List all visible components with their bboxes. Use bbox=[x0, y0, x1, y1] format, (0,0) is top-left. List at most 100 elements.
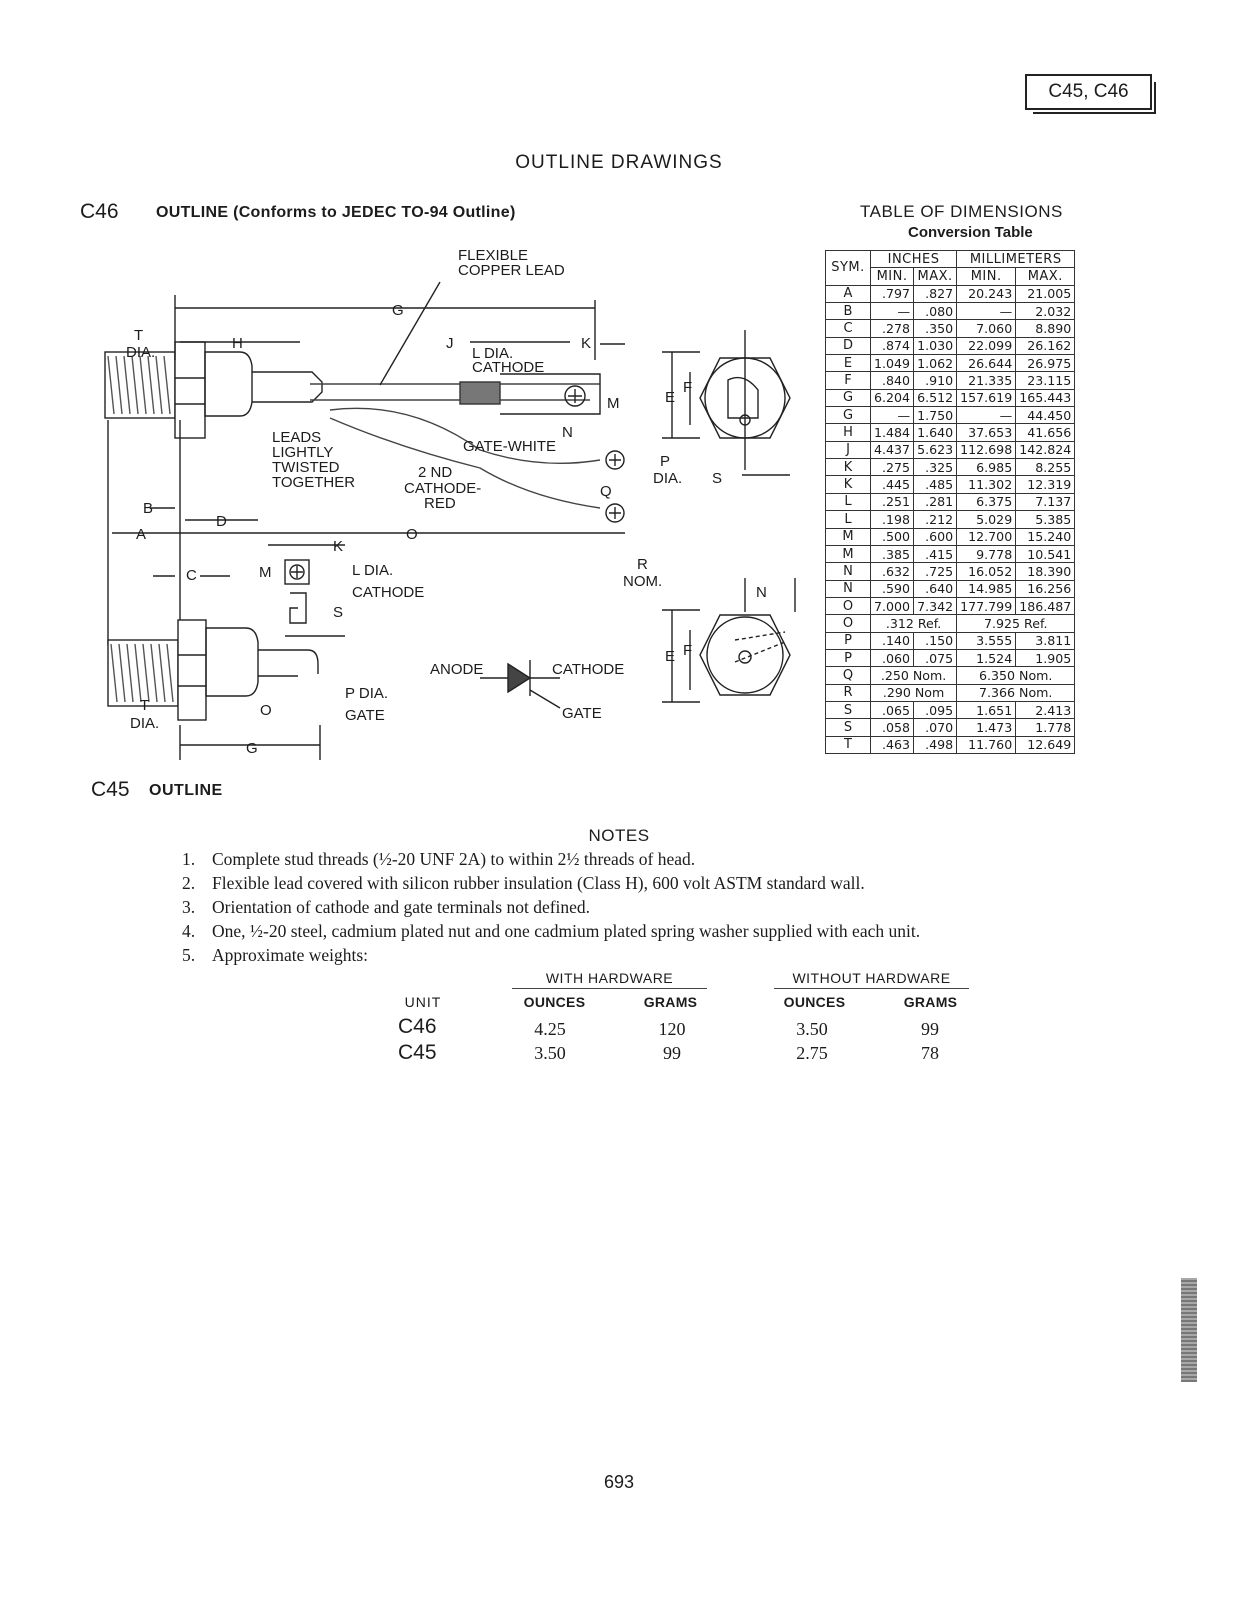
header-mm: MILLIMETERS bbox=[956, 249, 1076, 269]
c45-body bbox=[205, 627, 259, 697]
label-cathode-symbol: CATHODE bbox=[552, 661, 624, 678]
label-t-bottom: T bbox=[140, 697, 149, 714]
table-cell: 22.099 bbox=[956, 336, 1017, 356]
table-cell: 12.700 bbox=[956, 527, 1017, 546]
table-cell: 1.473 bbox=[956, 718, 1017, 737]
table-cell: 2.413 bbox=[1015, 700, 1076, 720]
table-cell: .075 bbox=[913, 648, 958, 668]
table-cell: .275 bbox=[869, 458, 915, 477]
label-copper-lead: COPPER LEAD bbox=[458, 262, 565, 279]
table-cell: 6.985 bbox=[956, 458, 1017, 477]
table-cell: .058 bbox=[869, 718, 915, 737]
label-g1: G bbox=[246, 740, 258, 757]
table-cell-sym: T bbox=[825, 735, 871, 754]
label-together: TOGETHER bbox=[272, 474, 355, 491]
table-cell: .640 bbox=[913, 579, 958, 598]
label-2nd: 2 ND bbox=[418, 464, 452, 481]
note-2: 2.Flexible lead covered with silicon rub… bbox=[182, 873, 865, 893]
label-n1: N bbox=[756, 584, 767, 601]
cathode-terminal bbox=[564, 385, 586, 407]
weight-c46-with-g: 120 bbox=[658, 1019, 686, 1039]
table-cell: — bbox=[956, 302, 1017, 321]
weight-c45-with-oz: 3.50 bbox=[534, 1043, 566, 1063]
table-cell: .250 Nom. bbox=[869, 666, 958, 685]
grams-header-without: GRAMS bbox=[903, 994, 958, 1010]
table-cell: .600 bbox=[913, 527, 958, 546]
table-cell: 44.450 bbox=[1015, 406, 1076, 425]
table-cell: 8.255 bbox=[1015, 458, 1076, 477]
table-cell: — bbox=[869, 302, 915, 321]
table-cell: 1.651 bbox=[956, 700, 1017, 720]
table-title: TABLE OF DIMENSIONS bbox=[860, 202, 1063, 221]
table-cell: 4.437 bbox=[869, 440, 915, 460]
label-gate-white: GATE-WHITE bbox=[463, 438, 556, 455]
table-row: B—.080—2.032 bbox=[825, 302, 1076, 321]
label-r: R bbox=[637, 556, 648, 573]
table-cell: 7.366 Nom. bbox=[956, 683, 1076, 702]
page-edge-tab bbox=[1181, 1278, 1197, 1382]
with-hardware-header: WITH HARDWARE bbox=[512, 970, 707, 989]
table-row: G—1.750—44.450 bbox=[825, 406, 1076, 425]
c46-body bbox=[204, 351, 253, 417]
table-cell: 3.811 bbox=[1015, 631, 1076, 650]
label-g: G bbox=[392, 302, 404, 319]
table-cell: 37.653 bbox=[956, 423, 1017, 442]
table-cell: .463 bbox=[869, 735, 915, 754]
label-gate-symbol: GATE bbox=[562, 705, 602, 722]
table-cell: 10.541 bbox=[1015, 544, 1076, 564]
table-cell: 15.240 bbox=[1015, 527, 1076, 546]
table-cell-sym: K bbox=[825, 475, 871, 494]
table-cell: 1.524 bbox=[956, 648, 1017, 668]
table-cell-sym: M bbox=[825, 544, 871, 564]
table-cell: 7.925 Ref. bbox=[956, 614, 1076, 633]
table-cell: 1.640 bbox=[913, 423, 958, 442]
label-s1: S bbox=[333, 604, 343, 621]
table-cell: 142.824 bbox=[1015, 440, 1076, 460]
note-text: One, ½-20 steel, cadmium plated nut and … bbox=[212, 921, 921, 941]
label-gate: GATE bbox=[345, 707, 385, 724]
label-dia-top: DIA. bbox=[126, 344, 155, 361]
header-inches: INCHES bbox=[869, 249, 958, 269]
table-cell: .312 Ref. bbox=[869, 614, 958, 633]
label-q: Q bbox=[600, 483, 612, 500]
table-cell: .212 bbox=[913, 510, 958, 529]
table-cell: 6.375 bbox=[956, 492, 1017, 512]
table-cell-sym: P bbox=[825, 631, 871, 650]
table-cell: .485 bbox=[913, 475, 958, 494]
table-cell: — bbox=[956, 406, 1017, 425]
table-cell: .797 bbox=[869, 284, 915, 304]
note-4: 4.One, ½-20 steel, cadmium plated nut an… bbox=[182, 921, 921, 941]
table-cell: 157.619 bbox=[956, 388, 1017, 408]
table-cell: 16.256 bbox=[1015, 579, 1076, 598]
header-in-max: MAX. bbox=[913, 267, 958, 286]
label-c: C bbox=[186, 567, 197, 584]
table-cell-sym: L bbox=[825, 492, 871, 512]
label-anode: ANODE bbox=[430, 661, 483, 678]
table-cell: 7.060 bbox=[956, 319, 1017, 338]
label-dia-bottom: DIA. bbox=[130, 715, 159, 732]
table-cell: .065 bbox=[869, 700, 915, 720]
table-cell: .874 bbox=[869, 336, 915, 356]
table-cell: 9.778 bbox=[956, 544, 1017, 564]
label-d: D bbox=[216, 513, 227, 530]
label-p: P bbox=[660, 453, 670, 470]
weight-c45-with-g: 99 bbox=[663, 1043, 681, 1063]
note-text: Orientation of cathode and gate terminal… bbox=[212, 897, 591, 917]
table-cell-sym: N bbox=[825, 579, 871, 598]
table-cell-sym: K bbox=[825, 458, 871, 477]
ounces-header-with: OUNCES bbox=[523, 994, 586, 1010]
table-cell: 1.484 bbox=[869, 423, 915, 442]
table-cell: .150 bbox=[913, 631, 958, 650]
label-m1: M bbox=[259, 564, 272, 581]
